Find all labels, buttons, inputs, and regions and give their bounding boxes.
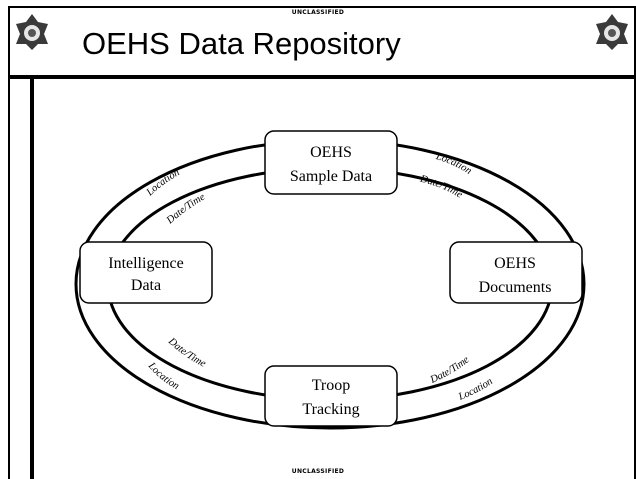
side-divider (30, 79, 34, 479)
frame-top-border (8, 6, 636, 8)
title-divider (8, 75, 636, 79)
node-label-line: Intelligence (108, 255, 184, 272)
node-label-line: Documents (479, 279, 552, 296)
node-label-line: Troop (312, 377, 351, 394)
node-label-line: Data (131, 277, 161, 294)
node-label-line: Sample Data (290, 168, 372, 185)
node-label-line: Tracking (302, 401, 359, 418)
node-troop-tracking: Troop Tracking (264, 365, 398, 427)
node-intelligence-data: Intelligence Data (79, 241, 213, 304)
node-label-line: OEHS (494, 255, 536, 272)
node-oehs-documents: OEHS Documents (449, 241, 583, 304)
frame-left-border (8, 6, 10, 479)
link-label-date-time: Date/Time (418, 173, 465, 200)
insignia-icon (596, 14, 628, 50)
frame-right-border (634, 6, 636, 479)
insignia-icon (16, 14, 48, 50)
node-label-line: OEHS (310, 144, 352, 161)
classification-banner-top: UNCLASSIFIED (291, 9, 345, 16)
link-label-location: Location (456, 376, 495, 403)
slide-title: OEHS Data Repository (82, 26, 401, 61)
classification-banner-bottom: UNCLASSIFIED (291, 468, 345, 475)
node-oehs-sample-data: OEHS Sample Data (264, 130, 398, 195)
